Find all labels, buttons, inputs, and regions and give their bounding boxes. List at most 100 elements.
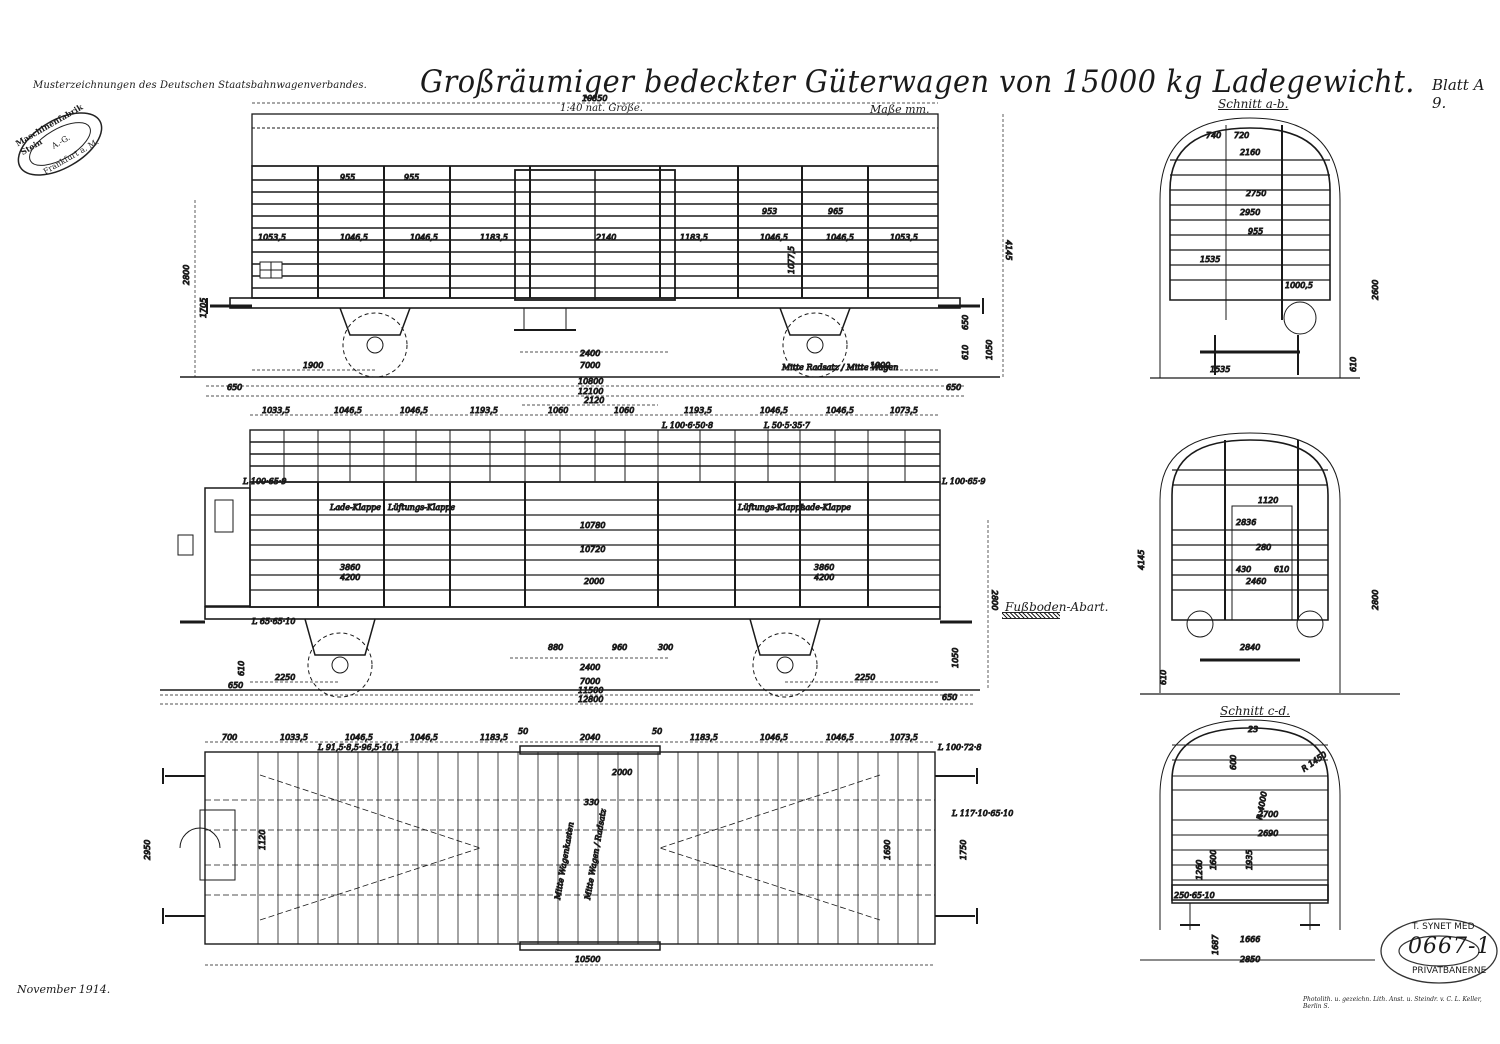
svg-text:1046,5: 1046,5: [826, 733, 854, 742]
svg-text:1600: 1600: [1209, 850, 1218, 870]
svg-text:1705: 1705: [199, 298, 208, 318]
svg-text:1060: 1060: [548, 406, 568, 415]
svg-text:953: 953: [762, 207, 777, 216]
svg-text:1260: 1260: [1195, 860, 1204, 880]
svg-text:960: 960: [612, 643, 627, 652]
svg-text:L 100·65·9: L 100·65·9: [941, 477, 985, 486]
side-elevation-view: 10850 1900 1900 650 650 10800 12100 2400…: [180, 94, 1014, 397]
svg-text:610: 610: [1159, 670, 1168, 685]
svg-text:2140: 2140: [596, 233, 616, 242]
svg-text:700: 700: [222, 733, 237, 742]
longitudinal-section-view: 1033,5 1046,5 1046,5 1193,5 1060 1060 11…: [160, 396, 1000, 705]
approval-stamp-bottom-text: PRIVATBANERNE: [1412, 966, 1487, 976]
svg-text:1033,5: 1033,5: [280, 733, 308, 742]
svg-text:280: 280: [1256, 543, 1271, 552]
svg-text:1535: 1535: [1200, 255, 1220, 264]
svg-text:1046,5: 1046,5: [345, 733, 373, 742]
end-view: 1120 2836 280 430 610 2460 2840 2800 414…: [1137, 432, 1400, 695]
section-cd-view: 23 600 R 1450 R 4000 2700 2690 1935 1260…: [1140, 719, 1375, 965]
section-cd-label: Schnitt c-d.: [1220, 704, 1290, 718]
svg-text:650: 650: [228, 681, 243, 690]
svg-text:965: 965: [828, 207, 843, 216]
svg-text:600: 600: [1229, 755, 1238, 770]
svg-text:2850: 2850: [1240, 955, 1260, 964]
svg-text:1046,5: 1046,5: [826, 233, 854, 242]
drawing-title: Großräumiger bedeckter Güterwagen von 15…: [420, 64, 1415, 100]
svg-text:880: 880: [548, 643, 563, 652]
svg-text:50: 50: [652, 727, 662, 736]
svg-text:12100: 12100: [578, 387, 603, 396]
svg-text:1046,5: 1046,5: [400, 406, 428, 415]
svg-text:430: 430: [1236, 565, 1251, 574]
manufacturer-stamp: Maschinenfabrik Stein A.-G. Frankfurt a.…: [5, 97, 114, 190]
svg-text:10720: 10720: [580, 545, 605, 554]
svg-text:L 100·65·9: L 100·65·9: [242, 477, 286, 486]
svg-text:250·65·10: 250·65·10: [1174, 891, 1215, 900]
svg-text:955: 955: [340, 173, 355, 182]
svg-text:1053,5: 1053,5: [258, 233, 286, 242]
svg-text:Mitte Radsatz / Mitte Wagen: Mitte Radsatz / Mitte Wagen: [781, 363, 898, 372]
svg-text:1120: 1120: [258, 830, 267, 850]
svg-text:1053,5: 1053,5: [890, 233, 918, 242]
svg-text:2800: 2800: [182, 265, 191, 285]
floor-hatch-symbol: [1002, 612, 1060, 619]
svg-text:2160: 2160: [1240, 148, 1260, 157]
svg-text:1183,5: 1183,5: [690, 733, 718, 742]
drawing-date: November 1914.: [17, 983, 111, 996]
svg-text:1535: 1535: [1210, 365, 1230, 374]
svg-text:2750: 2750: [1246, 189, 1266, 198]
svg-text:2400: 2400: [580, 663, 600, 672]
svg-text:720: 720: [1234, 131, 1249, 140]
svg-text:L 100·6·50·8: L 100·6·50·8: [661, 421, 713, 430]
section-ab-label: Schnitt a-b.: [1218, 97, 1289, 111]
svg-text:1077,5: 1077,5: [787, 246, 796, 274]
svg-text:2600: 2600: [1371, 280, 1380, 300]
svg-text:L 65·65·10: L 65·65·10: [251, 617, 295, 626]
svg-text:2690: 2690: [1258, 829, 1278, 838]
svg-text:610: 610: [237, 661, 246, 676]
svg-text:1900: 1900: [870, 361, 890, 370]
svg-text:1183,5: 1183,5: [480, 233, 508, 242]
svg-text:2800: 2800: [990, 590, 999, 610]
svg-text:2836: 2836: [1236, 518, 1256, 527]
svg-text:2460: 2460: [1246, 577, 1266, 586]
svg-text:2950: 2950: [143, 840, 152, 860]
svg-text:L 91,5·8,5·96,5·10,1: L 91,5·8,5·96,5·10,1: [317, 743, 400, 752]
svg-text:2950: 2950: [1240, 208, 1260, 217]
svg-text:1046,5: 1046,5: [760, 406, 788, 415]
svg-text:650: 650: [227, 383, 242, 392]
approval-stamp-code: 0667-1: [1408, 934, 1492, 959]
svg-text:1046,5: 1046,5: [340, 233, 368, 242]
svg-text:650: 650: [946, 383, 961, 392]
svg-text:1046,5: 1046,5: [410, 733, 438, 742]
svg-text:955: 955: [404, 173, 419, 182]
svg-text:3860: 3860: [814, 563, 834, 572]
svg-text:1046,5: 1046,5: [760, 233, 788, 242]
approval-stamp: T. SYNET MED 0667-1 PRIVATBANERNE: [1378, 916, 1500, 986]
svg-text:610: 610: [961, 345, 970, 360]
svg-text:2250: 2250: [855, 673, 875, 682]
svg-text:4200: 4200: [814, 573, 834, 582]
svg-text:4145: 4145: [1137, 550, 1146, 570]
svg-text:955: 955: [1248, 227, 1263, 236]
svg-text:4145: 4145: [1004, 240, 1013, 260]
svg-text:330: 330: [584, 798, 599, 807]
svg-text:L 100·72·8: L 100·72·8: [937, 743, 981, 752]
svg-text:2120: 2120: [584, 396, 604, 405]
svg-text:1183,5: 1183,5: [480, 733, 508, 742]
svg-text:Mitte Wagenkasten: Mitte Wagenkasten: [553, 821, 576, 901]
svg-text:1073,5: 1073,5: [890, 733, 918, 742]
svg-text:11500: 11500: [578, 686, 603, 695]
svg-text:2250: 2250: [275, 673, 295, 682]
svg-text:Mitte Wagen / Radsatz: Mitte Wagen / Radsatz: [583, 807, 608, 901]
svg-text:1900: 1900: [303, 361, 323, 370]
svg-text:2000: 2000: [612, 768, 632, 777]
svg-text:2840: 2840: [1240, 643, 1260, 652]
approval-stamp-top-text: T. SYNET MED: [1412, 922, 1475, 932]
svg-text:L 50·5·35·7: L 50·5·35·7: [763, 421, 811, 430]
svg-text:1000,5: 1000,5: [1285, 281, 1313, 290]
svg-text:7000: 7000: [580, 361, 600, 370]
drawing-series-title: Musterzeichnungen des Deutschen Staatsba…: [33, 80, 367, 91]
svg-text:1750: 1750: [959, 840, 968, 860]
svg-text:2800: 2800: [1371, 590, 1380, 610]
